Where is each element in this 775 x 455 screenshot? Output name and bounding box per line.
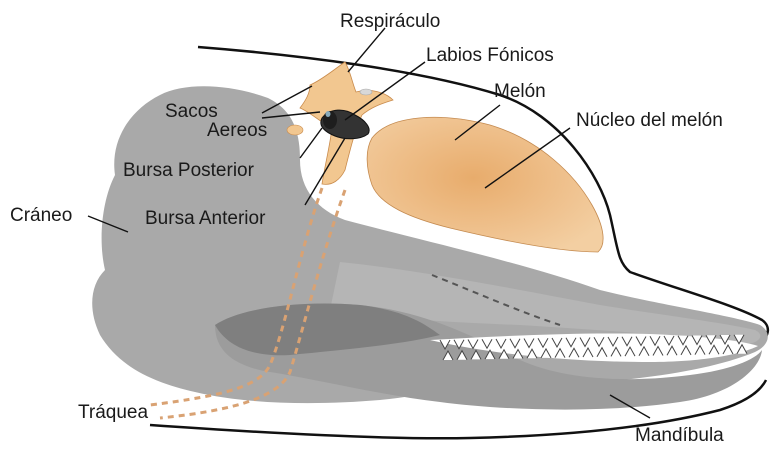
label-traquea: Tráquea xyxy=(78,403,148,422)
label-bursa-anterior: Bursa Anterior xyxy=(145,209,265,228)
air-sac xyxy=(287,125,303,135)
blowhole xyxy=(360,89,372,95)
label-melon: Melón xyxy=(494,82,546,101)
label-mandibula: Mandíbula xyxy=(635,426,724,445)
label-respiraculo: Respiráculo xyxy=(340,12,440,31)
melon-body xyxy=(367,117,603,252)
phonic-lips-highlight xyxy=(326,111,331,117)
label-sacos: Sacos xyxy=(165,102,218,121)
label-nucleo-melon: Núcleo del melón xyxy=(576,111,723,130)
label-craneo: Cráneo xyxy=(10,206,72,225)
label-labios-fonicos: Labios Fónicos xyxy=(426,46,554,65)
label-aereos: Aereos xyxy=(207,121,267,140)
label-bursa-posterior: Bursa Posterior xyxy=(123,161,254,180)
